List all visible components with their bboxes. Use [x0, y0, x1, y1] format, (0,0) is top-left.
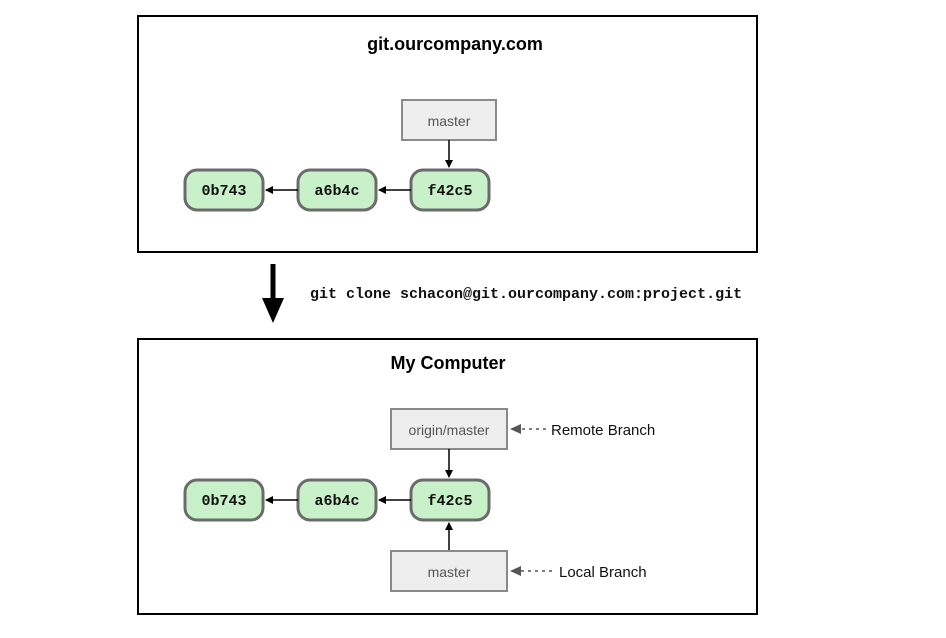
server-commit-label: f42c5	[427, 183, 472, 200]
server-commit-label: a6b4c	[314, 183, 359, 200]
local-branch-note: Local Branch	[559, 564, 647, 581]
server-commit-box	[183, 168, 265, 212]
local-commit-f42c5: f42c5	[409, 478, 491, 522]
server-branch-master: master	[401, 99, 497, 141]
local-commit-a6b4c: a6b4c	[296, 478, 378, 522]
server-panel: git.ourcompany.com master 0b743 a6b4c f4…	[137, 15, 758, 253]
local-commit-label: a6b4c	[314, 493, 359, 510]
server-commit-label: 0b743	[201, 183, 246, 200]
local-branch-label: master	[428, 564, 471, 580]
clone-command: git clone schacon@git.ourcompany.com:pro…	[310, 286, 742, 303]
local-commit-label: f42c5	[427, 493, 472, 510]
local-commit-box	[183, 478, 265, 522]
remote-branch-label: origin/master	[409, 422, 490, 438]
remote-branch-note: Remote Branch	[551, 422, 655, 439]
remote-note-arrowhead	[510, 424, 521, 434]
local-branch-origin-master: origin/master	[390, 408, 508, 450]
clone-arrow-head	[262, 298, 284, 323]
local-note-arrowhead	[510, 566, 521, 576]
local-branch-master: master	[390, 550, 508, 592]
local-title: My Computer	[390, 353, 505, 373]
server-commit-0b743: 0b743	[183, 168, 265, 212]
server-commit-f42c5: f42c5	[409, 168, 491, 212]
local-branch-box	[390, 550, 508, 592]
local-panel: My Computer origin/master Remote Branch …	[137, 338, 758, 615]
server-commit-a6b4c: a6b4c	[296, 168, 378, 212]
server-branch-label: master	[428, 113, 471, 129]
local-commit-label: 0b743	[201, 493, 246, 510]
server-title: git.ourcompany.com	[367, 34, 543, 54]
clone-step: git clone schacon@git.ourcompany.com:pro…	[262, 264, 742, 323]
local-commit-0b743: 0b743	[183, 478, 265, 522]
